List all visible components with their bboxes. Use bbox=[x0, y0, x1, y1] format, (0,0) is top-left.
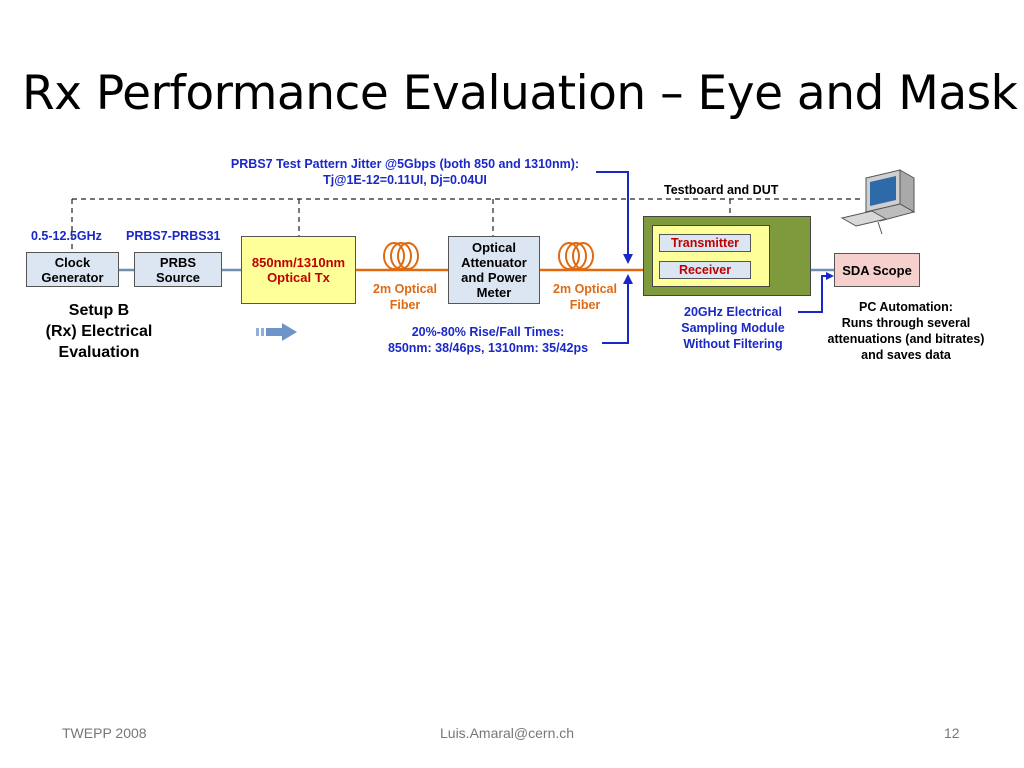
prbs-range-label: PRBS7-PRBS31 bbox=[126, 229, 221, 243]
jitter-note: PRBS7 Test Pattern Jitter @5Gbps (both 8… bbox=[230, 157, 580, 187]
setup-arrow-icon bbox=[256, 323, 297, 341]
sda-scope-block: SDA Scope bbox=[834, 253, 920, 287]
setup-label: Setup B (Rx) Electrical Evaluation bbox=[45, 302, 153, 361]
fiber-coil-2 bbox=[558, 242, 594, 270]
receiver-block: Receiver bbox=[659, 261, 751, 279]
footer-event: TWEPP 2008 bbox=[62, 725, 147, 741]
pc-automation-note: PC Automation: Runs through several atte… bbox=[827, 300, 985, 362]
fiber-coil-1 bbox=[383, 242, 419, 270]
sampling-note: 20GHz Electrical Sampling Module Without… bbox=[681, 305, 785, 351]
clock-freq-label: 0.5-12.5GHz bbox=[31, 229, 102, 243]
rise-fall-note: 20%-80% Rise/Fall Times: 850nm: 38/46ps,… bbox=[387, 325, 589, 355]
testboard-label: Testboard and DUT bbox=[664, 183, 779, 197]
footer-email: Luis.Amaral@cern.ch bbox=[440, 725, 575, 741]
footer-page-number: 12 bbox=[944, 725, 960, 741]
transmitter-block: Transmitter bbox=[659, 234, 751, 252]
slide-title: Rx Performance Evaluation – Eye and Mask bbox=[22, 66, 1018, 121]
computer-icon bbox=[840, 169, 916, 235]
